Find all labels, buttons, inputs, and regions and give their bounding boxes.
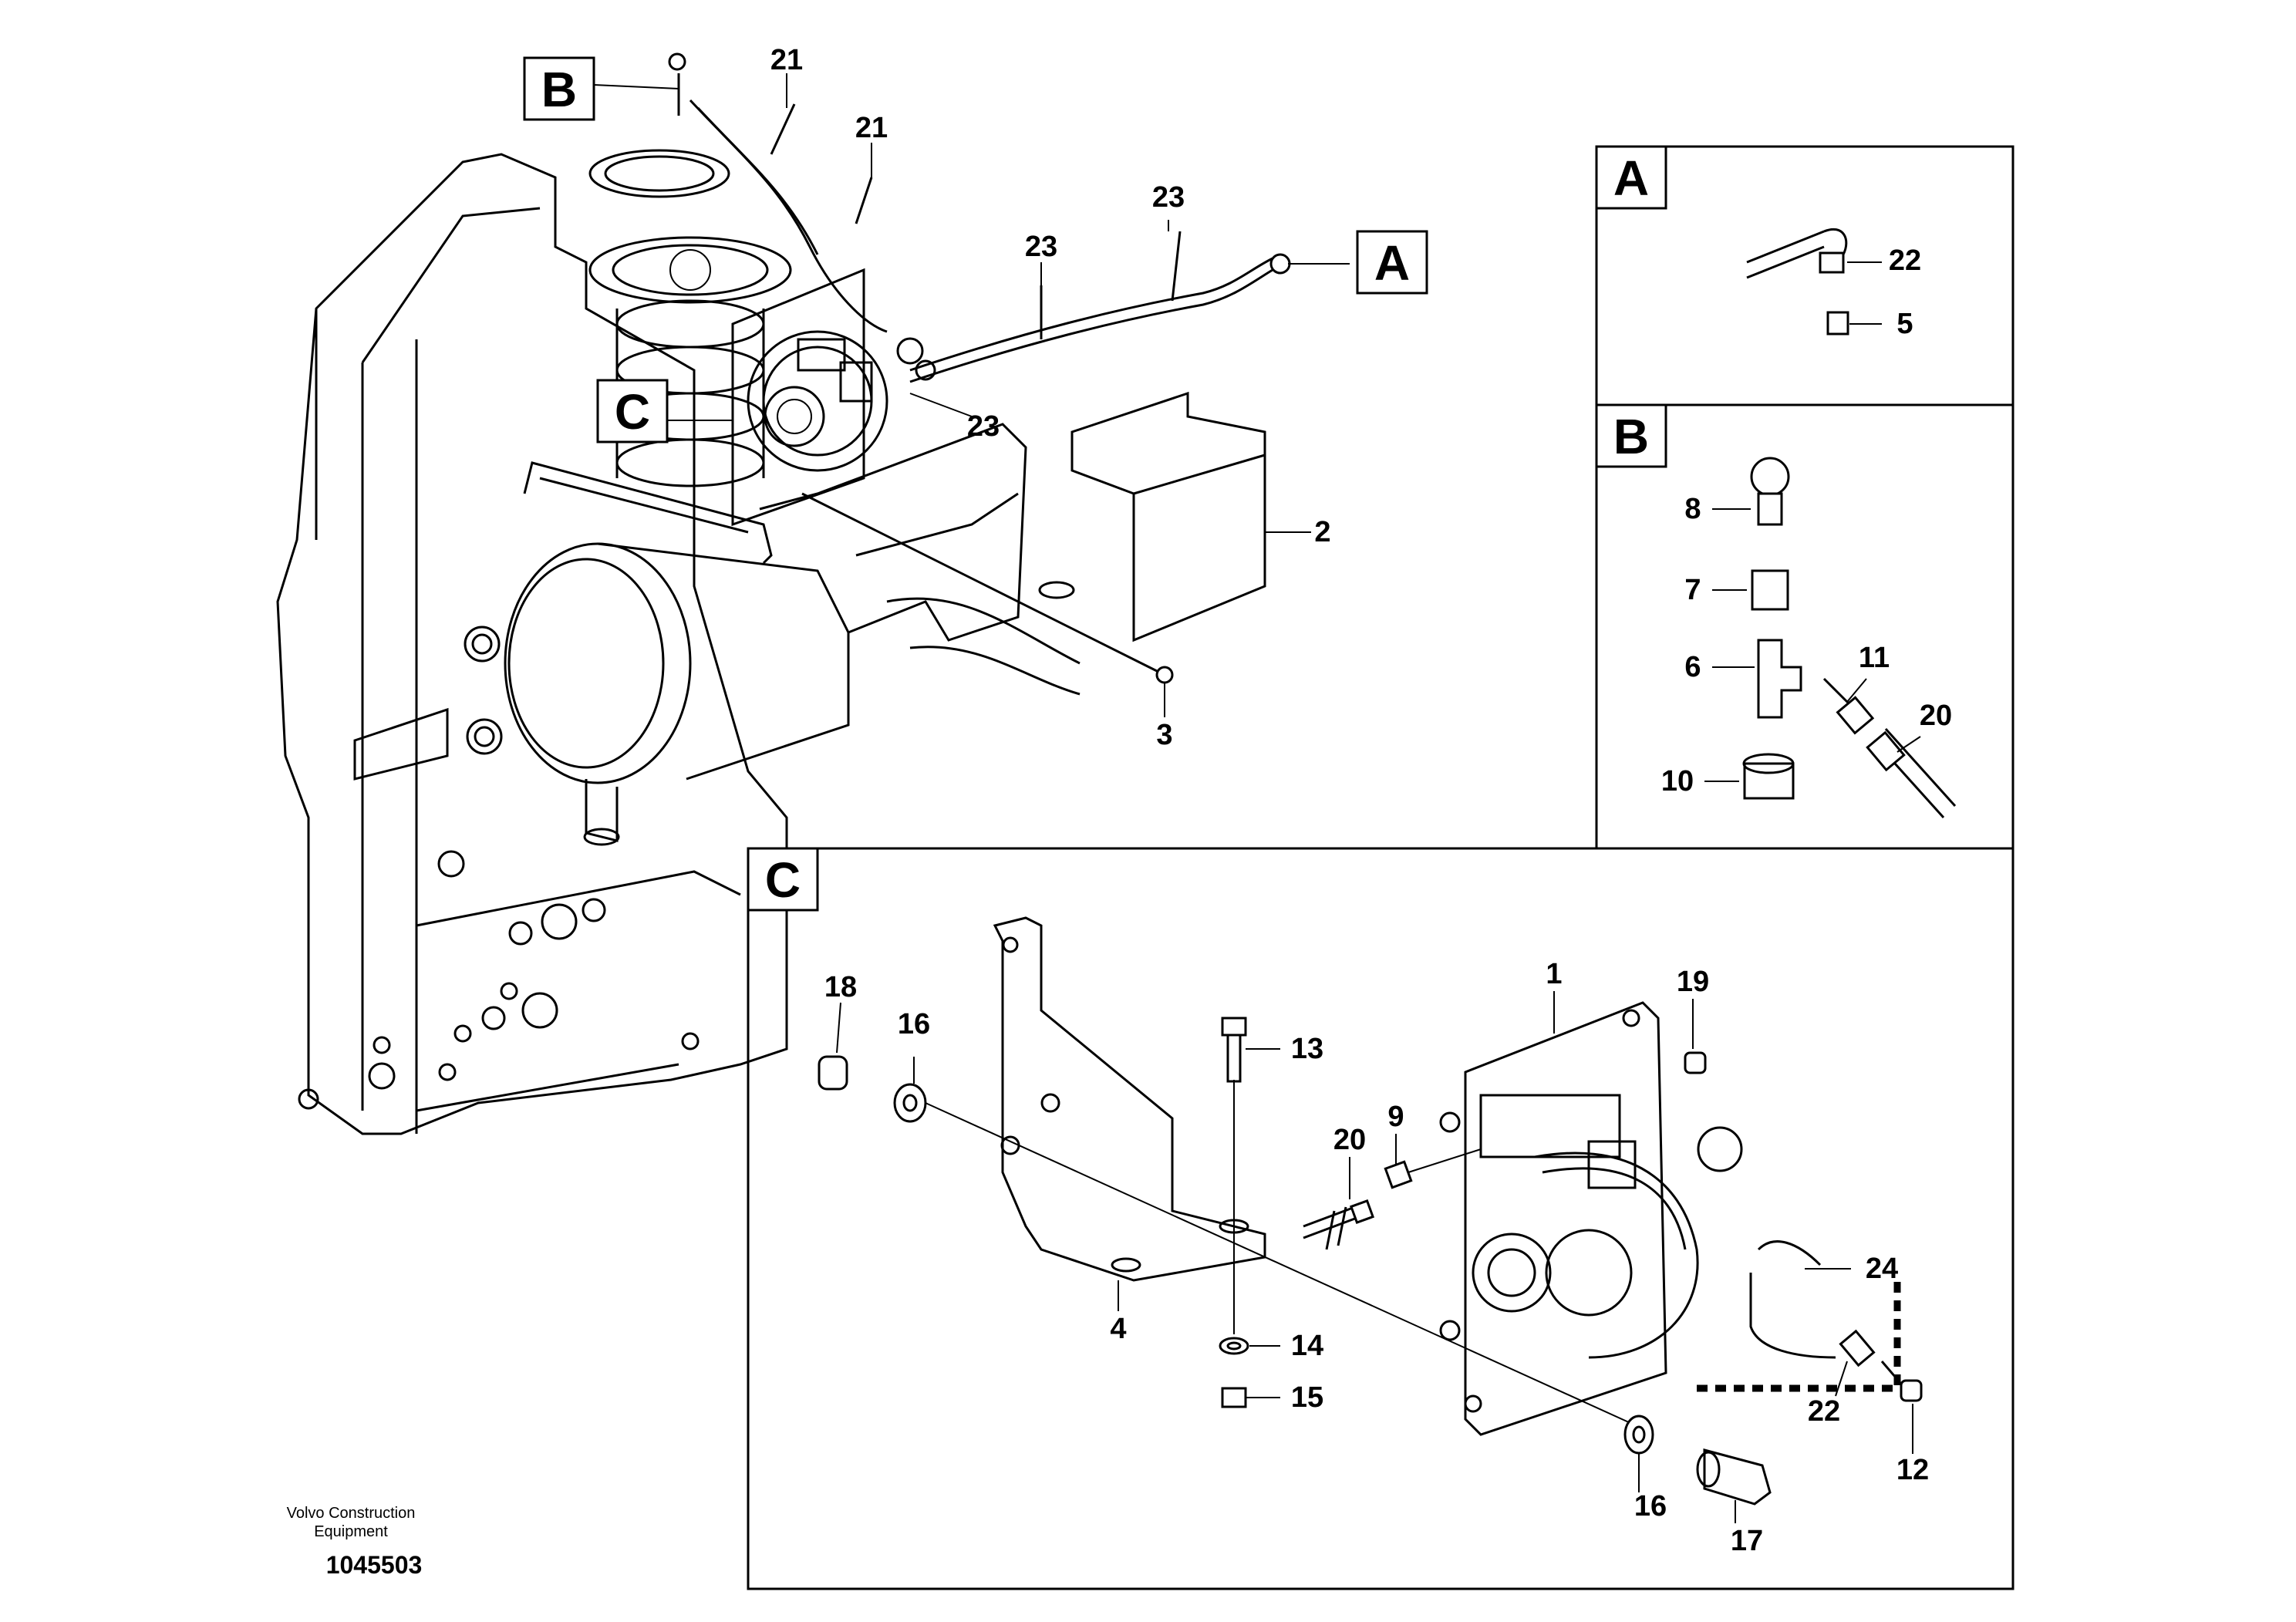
detail-panel-b: B 8 7 6 11 20 10 — [1595, 403, 2014, 850]
panel-c-label-1: 1 — [1546, 958, 1562, 990]
detail-panel-a: A 22 5 — [1595, 145, 2014, 406]
main-number-labels: 21 21 23 23 23 2 3 — [770, 44, 1331, 751]
bolt-3 — [801, 492, 1174, 684]
panel-c-label-20: 20 — [1333, 1124, 1366, 1156]
panel-c-label-15: 15 — [1291, 1381, 1323, 1414]
panel-c-label-24: 24 — [1866, 1253, 1898, 1285]
credit-line-2: Equipment — [314, 1523, 388, 1540]
panel-c-label-14: 14 — [1291, 1330, 1323, 1362]
label-21-lower: 21 — [855, 112, 888, 144]
panel-c-label-9: 9 — [1387, 1101, 1404, 1133]
label-3: 3 — [1156, 719, 1172, 751]
credit-block: Volvo Construction Equipment 1045503 — [287, 1505, 423, 1579]
panel-c-label-13: 13 — [1291, 1033, 1323, 1065]
label-23-left: 23 — [1025, 231, 1057, 263]
panel-c-label-17: 17 — [1731, 1525, 1763, 1557]
panel-c-label-22: 22 — [1808, 1395, 1840, 1428]
label-23-right: 23 — [1152, 181, 1185, 214]
cover-part-2 — [1070, 391, 1266, 642]
hose-lines — [668, 52, 1291, 383]
callout-box-b[interactable]: B — [523, 56, 595, 121]
panel-c-letter: C — [765, 852, 801, 908]
panel-a-label-5: 5 — [1896, 308, 1913, 340]
callout-letter-c: C — [615, 384, 650, 440]
callout-box-a[interactable]: A — [1356, 230, 1428, 295]
panel-b-label-6: 6 — [1684, 651, 1701, 683]
panel-b-label-11: 11 — [1859, 642, 1890, 674]
illustration-number: 1045503 — [326, 1551, 423, 1579]
label-21-upper: 21 — [770, 44, 803, 76]
main-leader-lines — [593, 73, 1350, 717]
panel-b-label-10: 10 — [1661, 765, 1694, 798]
label-2: 2 — [1314, 516, 1330, 548]
machine-body — [276, 149, 1081, 1135]
panel-c-label-12: 12 — [1896, 1454, 1929, 1486]
panel-b-label-20: 20 — [1920, 700, 1952, 732]
panel-c-label-19: 19 — [1677, 966, 1709, 998]
callout-box-c[interactable]: C — [596, 379, 669, 443]
label-23-valve: 23 — [967, 410, 1000, 443]
callout-letter-b: B — [541, 62, 577, 117]
valve-unit-on-machine — [731, 268, 936, 527]
detail-panel-c: C — [747, 847, 2014, 1590]
main-letter-callouts: B C A — [523, 56, 1428, 443]
panel-c-label-16-bottom: 16 — [1634, 1490, 1667, 1523]
panel-b-label-7: 7 — [1684, 574, 1701, 606]
panel-c-label-18: 18 — [824, 971, 857, 1003]
credit-line-1: Volvo Construction — [287, 1505, 416, 1522]
panel-b-label-8: 8 — [1684, 493, 1701, 525]
panel-c-label-4: 4 — [1110, 1313, 1126, 1345]
panel-a-label-22: 22 — [1889, 244, 1921, 277]
callout-letter-a: A — [1374, 235, 1410, 291]
panel-b-letter: B — [1613, 409, 1649, 464]
panel-a-letter: A — [1613, 150, 1649, 206]
panel-c-label-16-left: 16 — [898, 1008, 930, 1040]
